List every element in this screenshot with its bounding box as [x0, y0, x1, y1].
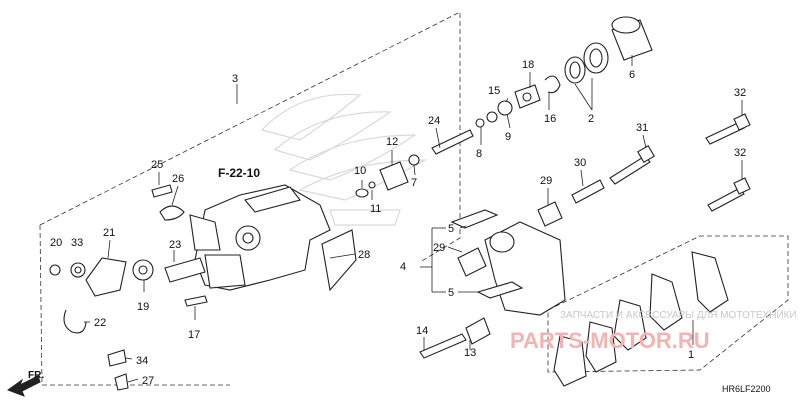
caliper-bracket [484, 221, 566, 316]
callout-29-lower: 29 [433, 242, 445, 254]
watermark-brand: PARTS-MOTOR.RU [510, 328, 710, 353]
pad-spring-upper [450, 209, 499, 229]
callout-9: 9 [505, 131, 511, 143]
callout-28: 28 [358, 249, 370, 261]
reference-label: F-22-10 [218, 166, 260, 180]
callout-19: 19 [137, 301, 149, 313]
callout-30: 30 [574, 157, 586, 169]
callout-5-lower: 5 [448, 287, 454, 299]
clip [544, 75, 561, 94]
callout-5-upper: 5 [448, 223, 454, 235]
pin-30 [571, 179, 605, 204]
callout-16: 16 [544, 113, 556, 125]
callout-13: 13 [464, 347, 476, 359]
callout-32-upper: 32 [734, 87, 746, 99]
diagram-code: HR6LF2200 [722, 384, 771, 394]
washer [486, 111, 498, 123]
callout-33: 33 [71, 237, 83, 249]
callout-18: 18 [522, 59, 534, 71]
bleeder-bracket [514, 84, 541, 109]
callout-24: 24 [428, 115, 440, 127]
callout-22: 22 [94, 317, 106, 329]
pad-spring-lower [476, 281, 524, 299]
boot-13 [465, 317, 491, 345]
caliper-small-parts [49, 184, 357, 391]
bolt-31 [609, 155, 651, 185]
callout-2: 2 [588, 113, 594, 125]
callout-25: 25 [151, 159, 163, 171]
pad-set-frame [547, 235, 789, 373]
callout-10: 10 [354, 165, 366, 177]
caliper-assembly-frame [39, 11, 461, 386]
callout-labels: 1 2 3 4 5 5 6 7 8 9 10 11 12 13 14 15 16… [50, 59, 746, 387]
callout-26: 26 [172, 173, 184, 185]
direction-label: FR. [28, 370, 44, 381]
spring-11 [368, 181, 376, 189]
nut [497, 100, 513, 116]
callout-8: 8 [476, 148, 482, 160]
callout-21: 21 [103, 227, 115, 239]
adjuster-knob [379, 161, 409, 191]
callout-20: 20 [50, 237, 62, 249]
washer-small [475, 118, 485, 128]
callout-6: 6 [629, 69, 635, 81]
callout-14: 14 [416, 325, 428, 337]
callout-29-upper: 29 [540, 175, 552, 187]
washer-7 [408, 154, 420, 166]
callout-12: 12 [386, 136, 398, 148]
direction-arrow-icon [6, 375, 41, 397]
leader-lines [84, 55, 743, 383]
seal-rings [564, 42, 609, 84]
callout-34: 34 [136, 355, 148, 367]
callout-11: 11 [370, 203, 381, 215]
bleeder-screw [431, 129, 474, 155]
bolt-32-lower [707, 187, 745, 212]
callout-31: 31 [636, 122, 648, 134]
brake-pads [553, 251, 729, 387]
callout-7: 7 [411, 177, 417, 189]
bolt-14 [419, 333, 467, 359]
callout-4: 4 [400, 261, 406, 273]
callout-17: 17 [188, 329, 200, 341]
watermark-text: ЗАПЧАСТИ И АКСЕССУАРЫ ДЛЯ МОТОТЕХНИКИ [560, 310, 797, 321]
callout-32-lower: 32 [734, 147, 746, 159]
piston-cylinder [611, 16, 653, 61]
o-ring-10 [355, 188, 369, 198]
callout-15: 15 [488, 85, 500, 97]
caliper-body [189, 184, 331, 291]
callout-3: 3 [232, 73, 238, 85]
boot-upper [537, 201, 563, 227]
boot-lower [457, 247, 487, 277]
callout-23: 23 [169, 239, 181, 251]
callout-1: 1 [688, 349, 694, 361]
callout-27: 27 [142, 375, 154, 387]
